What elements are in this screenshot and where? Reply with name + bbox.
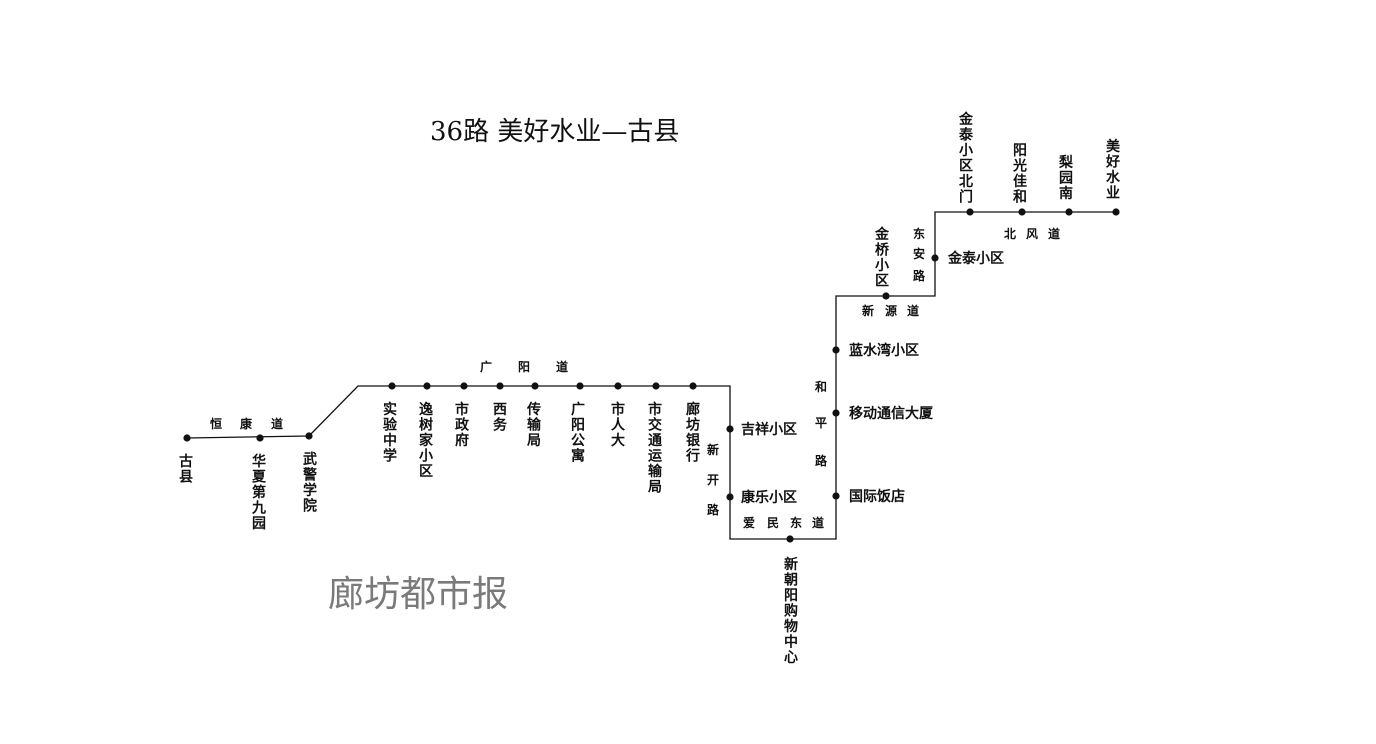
- station-labels: 古县 华夏第九园 武警学院 实验中学 逸树家小区 市政府 西务 传输局 广阳公寓 市人大 市交通运输…: [179, 111, 1121, 666]
- station-label-guoji: 国际饭店: [849, 488, 905, 505]
- station-label-shirenda: 市人大: [611, 401, 626, 449]
- station-label-shiyan: 实验中学: [383, 401, 398, 465]
- station-dot-meihao: [1112, 208, 1120, 216]
- station-dot-wujing: [305, 432, 313, 440]
- station-label-xinchaoyang: 新朝阳购物中心: [784, 556, 798, 666]
- newspaper-watermark: 廊坊都市报: [328, 574, 508, 615]
- road-label-xinyuan: 新源道: [862, 303, 919, 318]
- station-dot-yangguang: [1018, 208, 1026, 216]
- station-label-wujing: 武警学院: [303, 451, 317, 515]
- station-label-gu_xian: 古县: [179, 453, 193, 486]
- station-dot-langfang_bank: [689, 382, 697, 390]
- route-title: 36路 美好水业—古县: [430, 117, 679, 147]
- station-label-shizhengfu: 市政府: [455, 401, 470, 449]
- road-label-guangyang: 广阳道: [480, 359, 568, 374]
- station-label-kangle: 康乐小区: [741, 489, 797, 506]
- station-label-xiwu: 西务: [493, 402, 508, 434]
- station-dot-lanshuiwan: [832, 346, 840, 354]
- road-labels: 恒康道 广阳道新开路爱民东道 和平路 新源道 东安路 北风道: [210, 226, 1060, 530]
- station-dot-yidong: [832, 409, 840, 417]
- station-label-yangguang: 阳光佳和: [1012, 143, 1027, 206]
- station-label-huaxia: 华夏第九园: [251, 453, 267, 532]
- station-dot-jintai: [931, 254, 939, 262]
- route-line: [186, 211, 1116, 540]
- station-label-jixiang: 吉祥小区: [741, 421, 797, 438]
- road-label-hengkang: 恒康道: [210, 416, 283, 431]
- station-label-yidong: 移动通信大厦: [849, 405, 934, 422]
- station-label-liyuan: 梨园南: [1058, 154, 1074, 202]
- road-label-heping: 和平路: [814, 379, 828, 468]
- station-dot-shijiaotong: [652, 382, 660, 390]
- station-dot-jixiang: [726, 425, 734, 433]
- station-dot-xinchaoyang: [786, 535, 794, 543]
- station-dot-gu_xian: [183, 434, 191, 442]
- station-dot-shirenda: [614, 382, 622, 390]
- station-label-lanshuiwan: 蓝水湾小区: [849, 342, 919, 359]
- road-label-beifeng: 北风道: [1004, 226, 1060, 241]
- station-dot-kangle: [726, 493, 734, 501]
- station-dot-xiwu: [496, 382, 504, 390]
- station-label-chuanshuju: 传输局: [526, 401, 542, 449]
- road-label-xinkai: 新开路: [707, 442, 720, 517]
- station-dot-jinqiao: [882, 292, 890, 300]
- station-dot-shizhengfu: [460, 382, 468, 390]
- road-label-dongan: 东安路: [913, 226, 926, 283]
- station-label-shijiaotong: 市交通运输局: [648, 401, 663, 496]
- station-dot-huaxia: [256, 434, 264, 442]
- station-dot-yishujia: [423, 382, 431, 390]
- station-label-langfang_bank: 廊坊银行: [685, 401, 701, 465]
- station-dot-chuanshuju: [531, 382, 539, 390]
- station-dot-liyuan: [1065, 208, 1073, 216]
- road-label-aimin: 爱民东道: [743, 515, 824, 530]
- station-label-guangyang_gongyu: 广阳公寓: [571, 401, 585, 465]
- station-dot-guoji: [832, 492, 840, 500]
- station-dot-guangyang_gongyu: [576, 382, 584, 390]
- station-dots: [183, 208, 1120, 543]
- station-label-jintai_north: 金泰小区北门: [958, 111, 974, 206]
- station-label-jinqiao: 金桥小区: [874, 226, 890, 290]
- station-dot-jintai_north: [966, 208, 974, 216]
- station-dot-shiyan: [388, 382, 396, 390]
- station-label-jintai: 金泰小区: [947, 250, 1004, 267]
- station-label-meihao: 美好水业: [1105, 138, 1121, 202]
- station-label-yishujia: 逸树家小区: [419, 401, 434, 480]
